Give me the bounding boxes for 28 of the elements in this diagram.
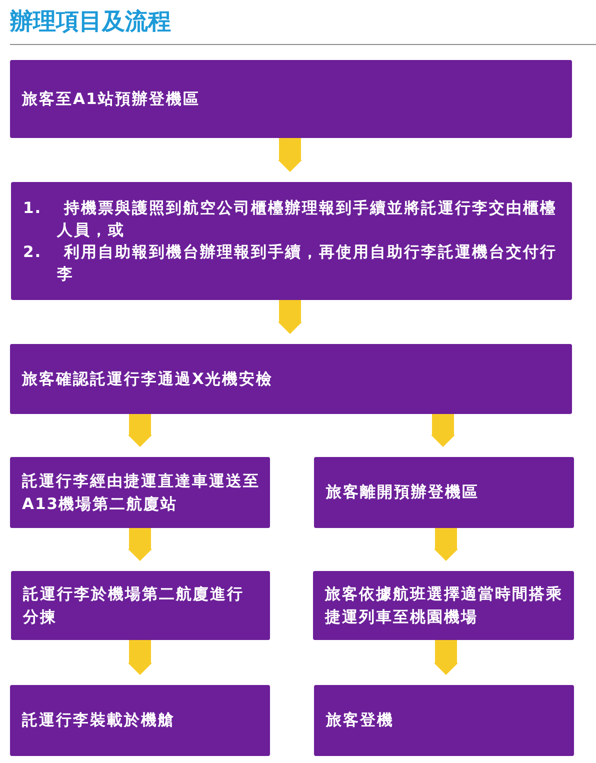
process-box	[314, 685, 574, 756]
process-box	[313, 571, 574, 640]
step-text: 旅客至A1站預辦登機區	[22, 88, 201, 110]
step-text: 旅客確認託運行李通過X光機安檢	[22, 368, 274, 390]
step-text: 旅客依據航班選擇適當時間搭乘捷運列車至桃園機場	[325, 584, 564, 628]
process-box	[10, 60, 572, 138]
down-arrow	[431, 414, 455, 447]
process-box	[11, 182, 572, 300]
down-arrow	[278, 138, 302, 172]
step-text: 旅客登機	[326, 710, 395, 731]
title: 辦理項目及流程	[10, 8, 171, 37]
down-arrow	[128, 528, 152, 561]
down-arrow	[278, 300, 302, 334]
step-text: 託運行李經由捷運直達車運送至A13機場第二航廈站	[22, 470, 260, 514]
step-text: 託運行李於機場第二航廈進行分揀	[23, 584, 245, 628]
step-text: 旅客離開預辦登機區	[326, 482, 480, 503]
down-arrow	[128, 414, 152, 447]
process-box	[10, 457, 270, 528]
down-arrow	[434, 640, 458, 675]
step-text: 託運行李裝載於機艙	[22, 710, 176, 731]
process-box	[11, 571, 270, 640]
down-arrow	[128, 640, 152, 675]
process-box	[10, 685, 270, 756]
list-item: 1. 持機票與護照到航空公司櫃檯辦理報到手續並將託運行李交由櫃檯人員，或	[23, 198, 558, 241]
list-item: 2. 利用自助報到機台辦理報到手續，再使用自助行李託運機台交付行李	[23, 242, 558, 285]
down-arrow	[434, 528, 458, 561]
process-box	[314, 457, 574, 528]
process-box	[10, 344, 572, 414]
